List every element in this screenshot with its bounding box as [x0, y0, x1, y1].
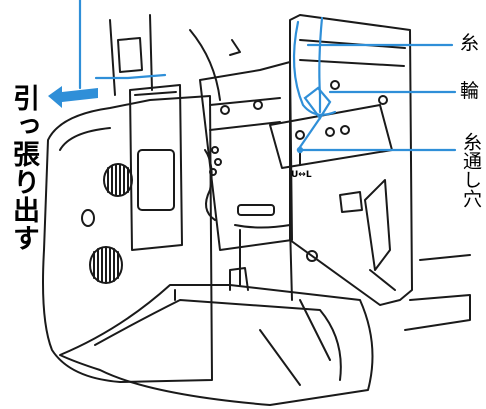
switch-mark-label: U↔L	[291, 170, 312, 180]
front-flap	[59, 284, 374, 406]
thread-hole-label: 糸通し穴	[459, 132, 482, 208]
machine-body-left	[42, 95, 213, 383]
side-lever	[364, 179, 391, 271]
dial-upper	[103, 163, 133, 197]
upper-frame	[109, 14, 221, 101]
dial-housing	[129, 84, 183, 251]
pull-out-label: 引っ張り出す	[8, 84, 39, 252]
loop-label: 輪	[460, 80, 480, 102]
right-housing	[289, 14, 413, 306]
thread-loop	[303, 86, 332, 120]
thread-vertical-2	[318, 16, 324, 114]
pull-arrow	[48, 86, 98, 108]
thread-label: 糸	[460, 32, 480, 54]
thread-line-main	[94, 73, 167, 80]
base-right	[404, 294, 471, 331]
